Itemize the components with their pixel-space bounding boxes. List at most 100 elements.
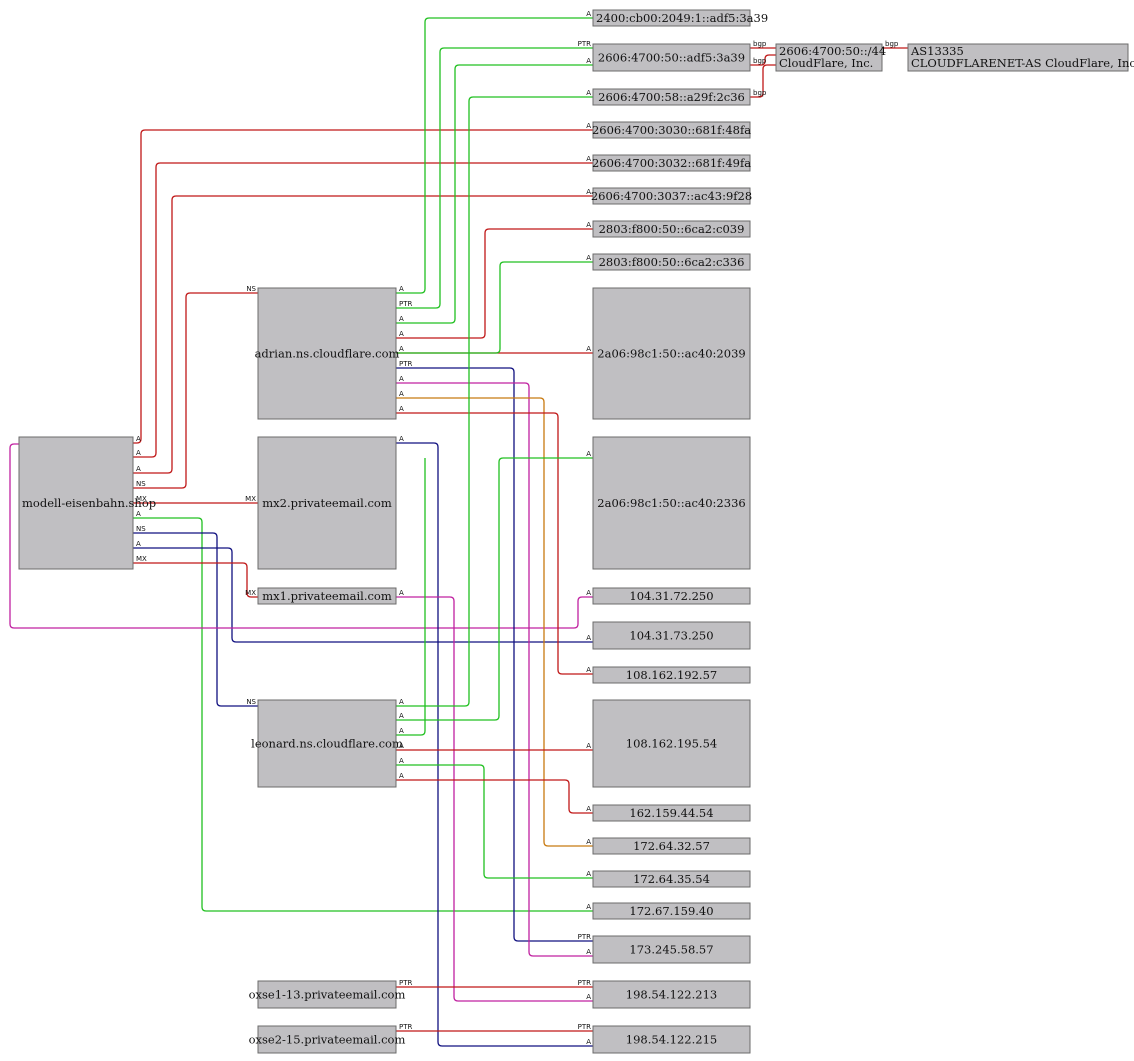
node-v6-3037: 2606:4700:3037::ac43:9f28 (591, 187, 752, 205)
edge-label: PTR (578, 933, 591, 941)
edge-label: A (399, 742, 404, 750)
edge-green (396, 47, 593, 309)
edge-label: A (399, 712, 404, 720)
edge-label: A (136, 510, 141, 518)
node-label: 2803:f800:50::6ca2:c336 (599, 255, 745, 269)
node-label: 2803:f800:50::6ca2:c039 (599, 222, 745, 236)
node-label: 2a06:98c1:50::ac40:2039 (597, 347, 745, 361)
edge-label: A (586, 838, 591, 846)
edge-label: PTR (399, 979, 412, 987)
edge-label: MX (136, 495, 147, 503)
node-label: 2606:4700:58::a29f:2c36 (598, 90, 745, 104)
edge-label: A (399, 315, 404, 323)
edge-label: A (586, 122, 591, 130)
node-v6-2a06-2336: 2a06:98c1:50::ac40:2336 (592, 436, 751, 570)
edge-label: A (399, 757, 404, 765)
node-box (907, 43, 1129, 72)
edge-label: bgp (753, 89, 767, 97)
edge-label: bgp (885, 40, 899, 48)
node-box (18, 436, 134, 570)
edge-red (133, 162, 593, 458)
node-label: mx2.privateemail.com (262, 496, 392, 510)
edge-label: A (136, 449, 141, 457)
node-ip-104-72: 104.31.72.250 (592, 587, 751, 605)
edge-labels-layer: AAAAAANSNSMXMXAANSNSAAMXMXAAAAPTRPTRAAAA… (22, 10, 899, 1046)
edge-magenta (9, 443, 593, 629)
node-v6-3032: 2606:4700:3032::681f:49fa (592, 154, 751, 172)
edge-red (133, 195, 593, 474)
edge-red (750, 54, 776, 66)
edge-green (396, 458, 426, 736)
edge-label: PTR (578, 1023, 591, 1031)
node-box (257, 1025, 397, 1054)
node-ip-108-192: 108.162.192.57 (592, 666, 751, 684)
node-v6-3030: 2606:4700:3030::681f:48fa (592, 121, 751, 139)
edge-red (750, 64, 776, 98)
node-ip-198-215: 198.54.122.215 (592, 1025, 751, 1054)
edge-label: A (586, 948, 591, 956)
edge-label: A (399, 435, 404, 443)
edge-label: A (586, 903, 591, 911)
node-label: 2400:cb00:2049:1::adf5:3a39 (596, 11, 768, 25)
node-label: 162.159.44.54 (629, 806, 713, 820)
edge-label: A (586, 870, 591, 878)
node-v6-2a06-2039: 2a06:98c1:50::ac40:2039 (592, 287, 751, 420)
edge-label: NS (136, 480, 146, 488)
node-label: 108.162.195.54 (626, 737, 717, 751)
node-box (592, 9, 751, 27)
node-ip-198-213: 198.54.122.213 (592, 980, 751, 1009)
node-box (592, 220, 751, 238)
node-v6-2606-58: 2606:4700:58::a29f:2c36 (592, 88, 751, 106)
node-label: 198.54.122.215 (626, 1033, 717, 1047)
node-modell: modell-eisenbahn.shop (18, 436, 156, 570)
node-box (592, 88, 751, 106)
node-label: modell-eisenbahn.shop (22, 496, 156, 510)
edge-label: A (399, 727, 404, 735)
edge-label: MX (245, 589, 256, 597)
edge-label: A (399, 589, 404, 597)
node-box (592, 699, 751, 788)
edge-label: PTR (399, 360, 412, 368)
node-label-line2: CloudFlare, Inc. (779, 56, 873, 70)
edge-magenta (396, 596, 593, 1002)
node-box (592, 154, 751, 172)
edge-label: A (586, 188, 591, 196)
edge-label: A (586, 10, 591, 18)
edge-label: A (399, 285, 404, 293)
edge-label: MX (245, 495, 256, 503)
edge-label: A (586, 589, 591, 597)
edge-label: NS (136, 525, 146, 533)
edge-red (396, 412, 593, 675)
edge-label: A (586, 254, 591, 262)
edge-green (396, 64, 593, 324)
edge-green (133, 517, 593, 912)
node-box (592, 621, 751, 650)
edge-label: A (586, 89, 591, 97)
edge-label: bgp (753, 40, 767, 48)
node-box (592, 935, 751, 964)
node-label: leonard.ns.cloudflare.com (251, 737, 403, 751)
node-label-line1: 2606:4700:50::/44 (779, 44, 886, 58)
node-v6-2400: 2400:cb00:2049:1::adf5:3a39 (592, 9, 768, 27)
edge-red (133, 129, 593, 444)
node-ip-108-195: 108.162.195.54 (592, 699, 751, 788)
edge-label: A (586, 155, 591, 163)
edge-label: A (136, 465, 141, 473)
edge-label: A (586, 450, 591, 458)
edge-label: A (399, 698, 404, 706)
edge-label: A (136, 540, 141, 548)
node-ip-104-73: 104.31.73.250 (592, 621, 751, 650)
node-label: adrian.ns.cloudflare.com (255, 347, 400, 361)
edge-label: A (399, 330, 404, 338)
node-label: 2a06:98c1:50::ac40:2336 (597, 496, 745, 510)
node-box (775, 43, 883, 72)
node-box (257, 287, 397, 420)
node-box (592, 121, 751, 139)
node-box (592, 253, 751, 271)
edge-label: NS (246, 285, 256, 293)
node-box (592, 870, 751, 888)
node-box (592, 1025, 751, 1054)
edge-label: A (586, 666, 591, 674)
node-box (592, 187, 751, 205)
edge-label: PTR (399, 300, 412, 308)
